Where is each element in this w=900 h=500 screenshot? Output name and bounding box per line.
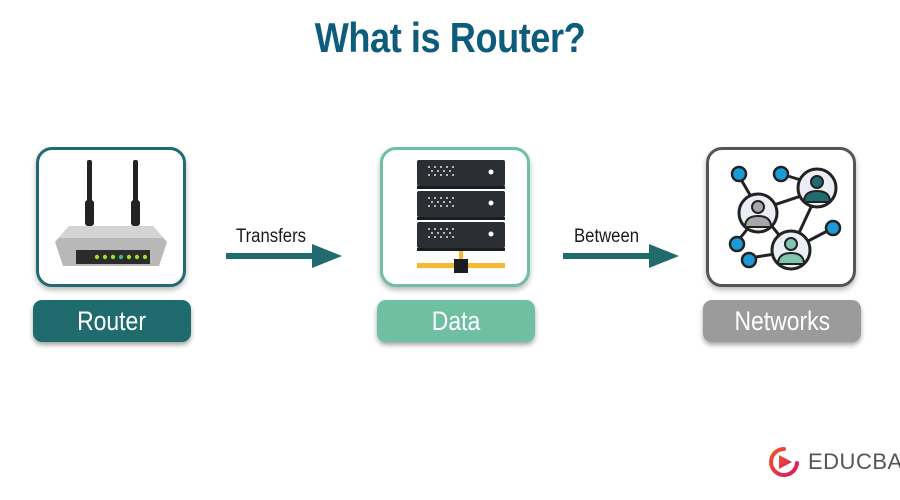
educba-logo-icon — [769, 447, 799, 477]
arrow-right-icon — [563, 244, 679, 268]
data-packets-card — [380, 147, 530, 287]
networks-card — [706, 147, 856, 287]
data-packets-label: Data Packets — [377, 300, 535, 378]
router-card — [36, 147, 186, 287]
arrow-right-icon — [226, 244, 342, 268]
router-label-text: Router — [77, 306, 147, 336]
logo-text: EDUCBA — [808, 449, 900, 474]
edge-label-between: Between — [574, 226, 640, 247]
networks-label-text: Networks — [734, 306, 830, 336]
page-title: What is Router? — [314, 14, 586, 61]
network-people-icon — [728, 165, 842, 271]
networks-label: Networks — [703, 300, 861, 342]
edge-label-transfers: Transfers — [236, 226, 307, 247]
wifi-router-icon — [55, 160, 167, 266]
data-packets-label-text: Data Packets — [415, 306, 497, 378]
educba-logo: EDUCBA — [768, 446, 900, 478]
router-label: Router — [33, 300, 191, 342]
server-rack-icon — [417, 160, 505, 273]
